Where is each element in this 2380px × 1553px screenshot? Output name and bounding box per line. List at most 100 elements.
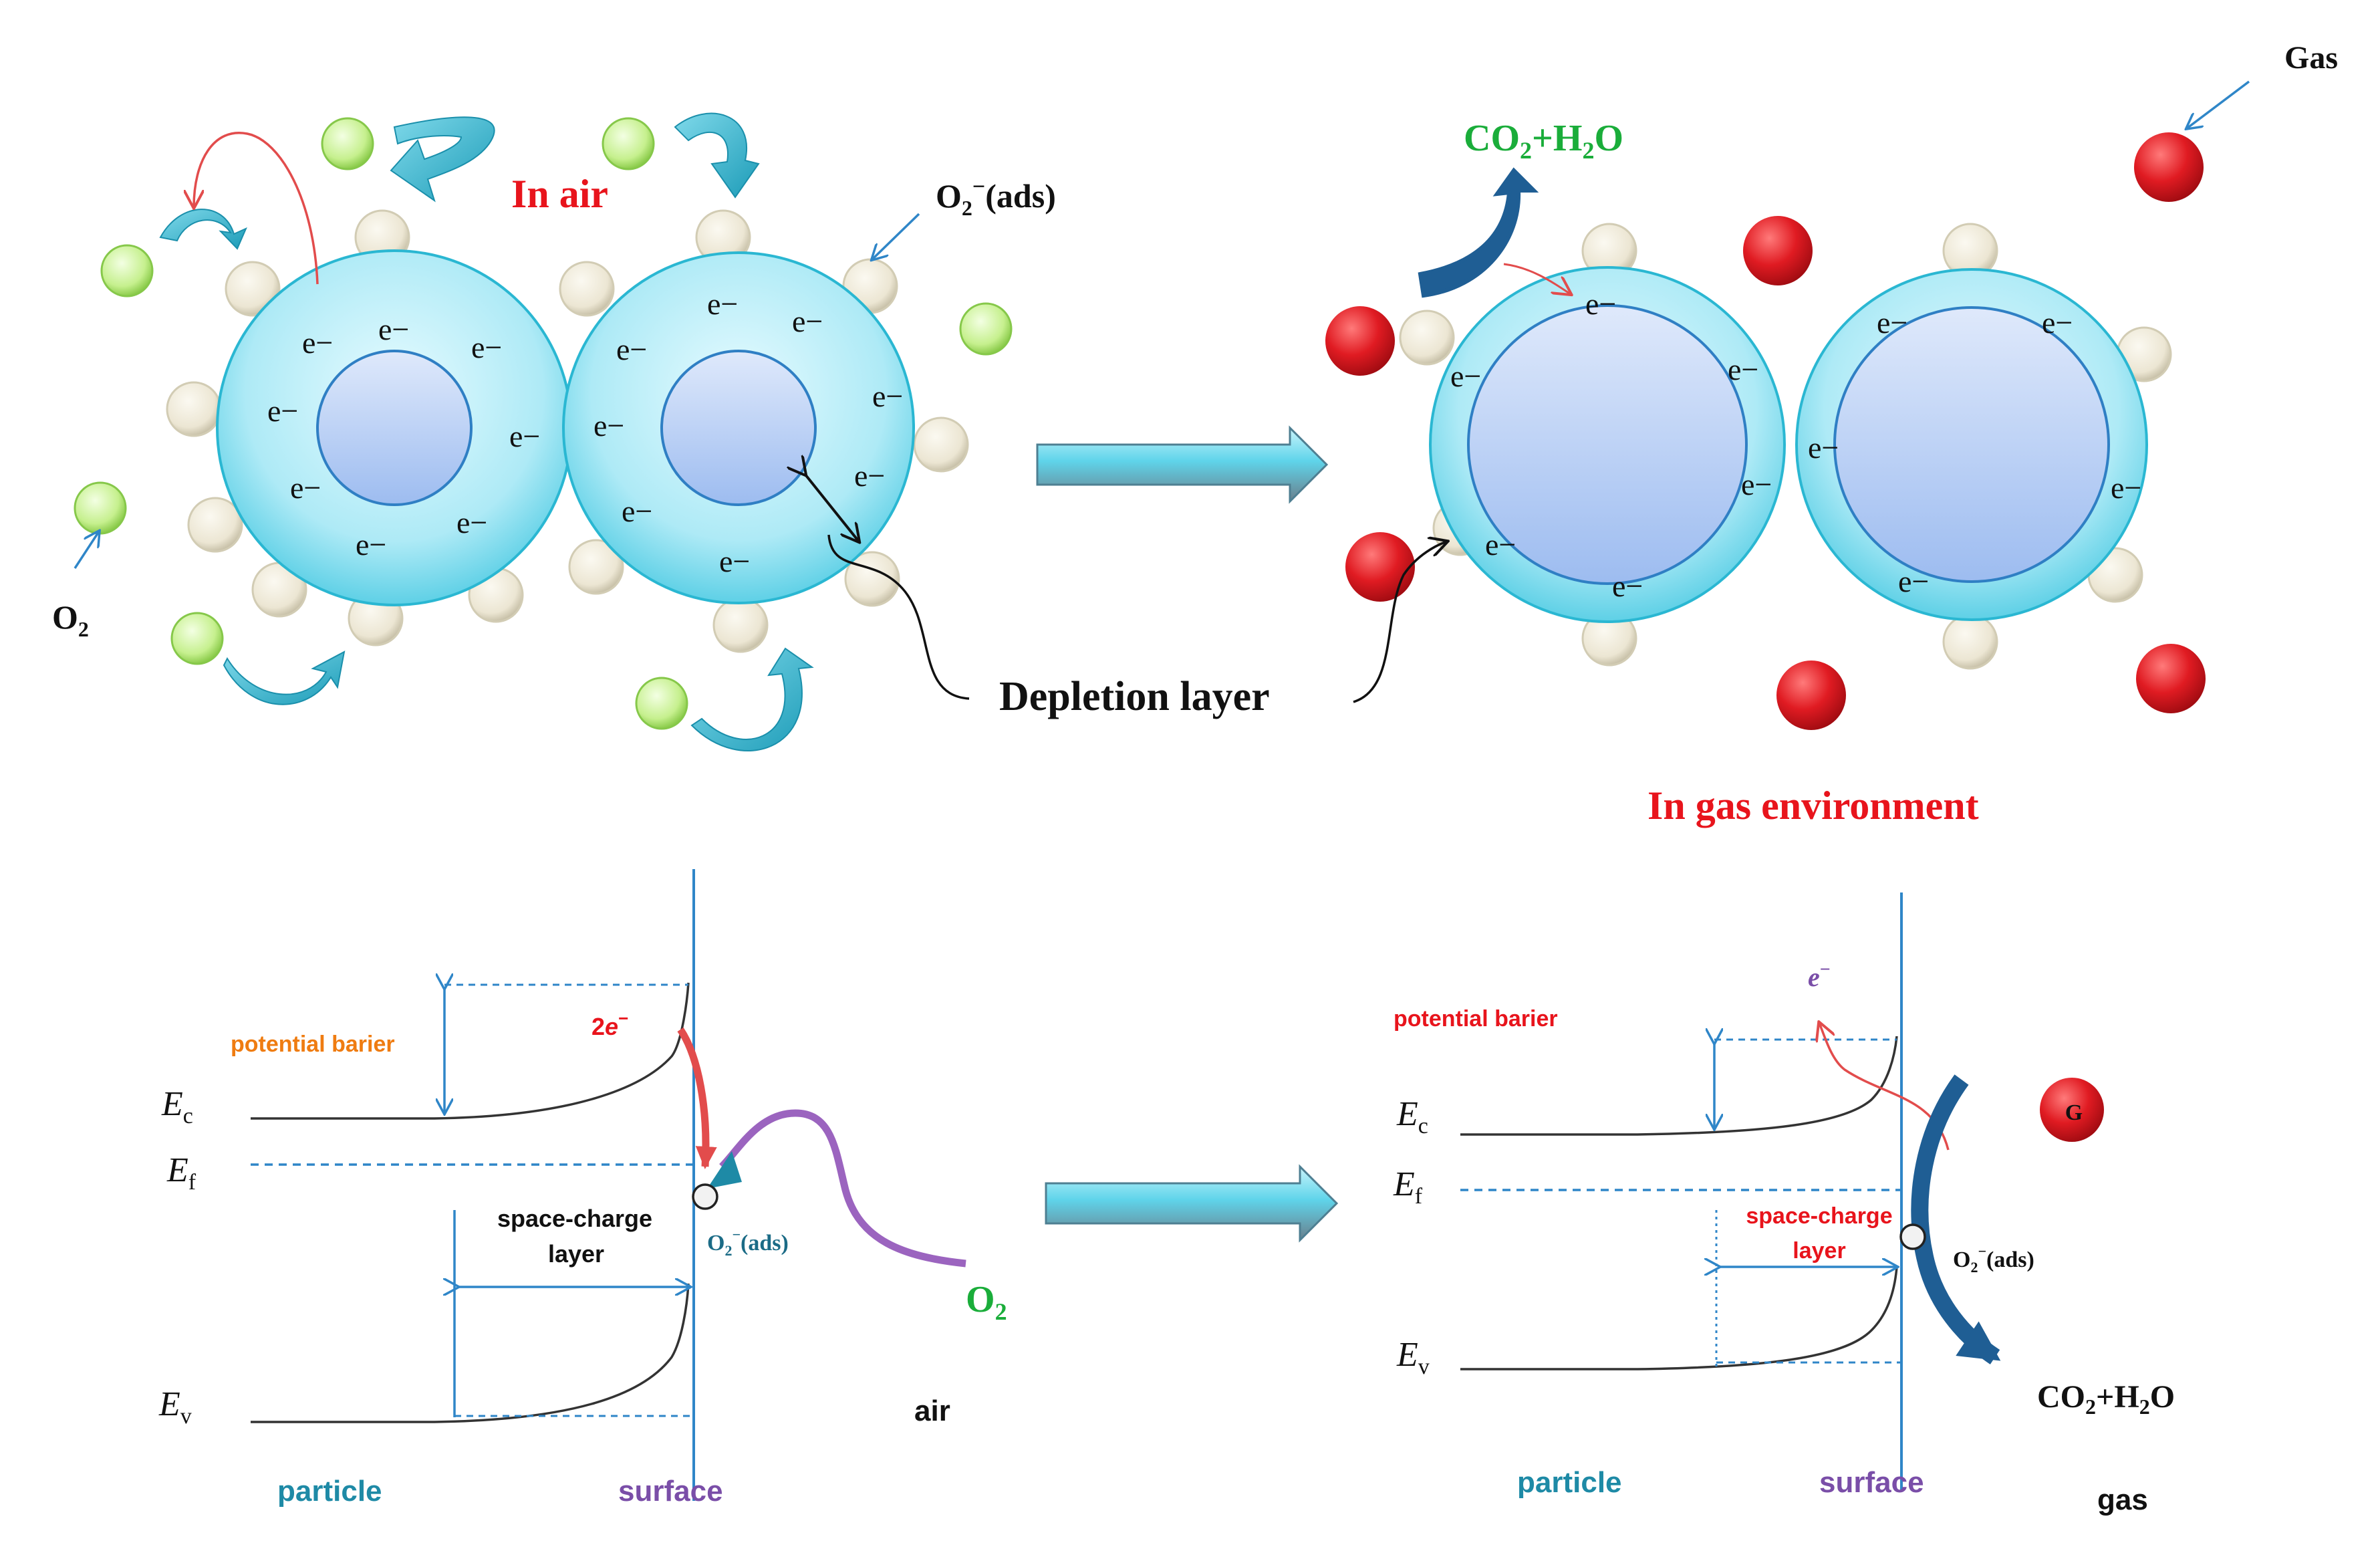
electron-label: e− [356,527,386,562]
curved-arrow [674,112,760,199]
o2-label: O2 [966,1279,1007,1325]
oxygen-molecules [74,117,1013,730]
electron-label: e− [593,408,624,443]
valence-band [1460,1266,1898,1370]
electron-label: e− [267,394,298,428]
o2-adsorption-path [719,1109,966,1268]
scl-label-line1: space-charge [497,1205,652,1232]
depletion-double-arrow [805,475,859,542]
gas-symbol: G [2065,1100,2083,1125]
adsorbed-oxygen [166,381,222,437]
electron-label: e− [1585,287,1616,321]
electron-label: e− [1808,431,1839,465]
reaction-arrow [1911,1074,2001,1364]
adsorbate-group-left [166,209,969,653]
electron-label: e− [792,304,823,338]
band-diagram-gas: G Ec Ef Ev potential barier e− space-cha… [1393,892,2175,1516]
surface-label: surface [618,1475,723,1508]
adsorbed-oxygen-label: O2−(ads) [936,174,1056,220]
particle-label: particle [277,1475,382,1508]
electron-label: e− [854,459,885,493]
electron-label: e− [1728,352,1758,386]
adsorbed-oxygen [913,416,969,473]
conduction-band [1460,1036,1898,1136]
depletion-layer-label: Depletion layer [999,674,1270,719]
ev-label: Ev [158,1385,192,1429]
scl-label-line2: layer [548,1240,604,1268]
adsorbed-oxygen [225,261,281,317]
ef-label: Ef [1393,1165,1423,1209]
oxygen-molecule [74,481,127,535]
adsorption-site [1899,1223,1926,1250]
adsorbed-oxygen [187,497,243,553]
transition-arrow-bottom [1045,1164,1339,1243]
gas-molecule [1743,216,1813,285]
gas-molecule [2136,644,2206,713]
adsorption-site [692,1183,718,1210]
adsorbed-oxygen-label: O2−(ads) [707,1226,789,1259]
adsorption-arrows [159,112,814,751]
surface-label: surface [1819,1466,1924,1499]
electron-label: e− [872,379,903,413]
in-air-panel: e− e− e− e− e− e− e− e− e− e− e− e− e− e… [52,112,1270,751]
electron-label: e− [1877,306,1907,340]
ec-label: Ec [1396,1095,1428,1139]
adsorbed-oxygen [1942,614,1998,670]
electron-label: e− [302,326,333,360]
band-diagram-air: Ec Ef Ev potential barier 2e− space-char… [158,869,1007,1508]
curved-arrow [690,647,814,751]
gas-pointer-arrow [2187,80,2250,128]
depletion-pointer-curve-right [1353,542,1447,703]
electron-label: e− [719,544,750,578]
adsorbed-oxygen-label: O2−(ads) [1953,1243,2034,1276]
electron-label: e− [1741,467,1772,501]
ambient-label: gas [2097,1483,2148,1516]
ambient-label: air [914,1395,950,1427]
electron-label: e− [471,330,502,364]
depletion-pointer-curve [827,534,970,700]
gas-molecule [2040,1078,2104,1142]
electron-label: e− [1485,527,1516,562]
in-gas-panel: e− e− e− e− e− e− e− e− e− e− e− CO2+H2O… [1325,40,2338,828]
reaction-arrow [1418,167,1539,298]
electron-label: e− [622,494,652,528]
oxygen-molecule [100,244,154,297]
product-label: CO2+H2O [2037,1379,2175,1419]
product-label: CO2+H2O [1464,118,1623,164]
ef-label: Ef [166,1151,196,1195]
potential-barrier-label: potential barier [1394,1006,1558,1032]
oxygen-molecule [635,677,688,730]
electron-label: e− [2111,471,2141,505]
electron-label: e− [1808,959,1831,992]
particle-core-left [1467,304,1748,585]
electron-label: e− [2042,306,2073,340]
electron-labels-right: e− e− e− e− e− e− e− e− e− e− e− [1450,287,2141,603]
o2-label: O2 [52,598,89,641]
ev-label: Ev [1396,1336,1430,1379]
gas-molecule [2134,132,2204,202]
electron-release-arrow [1503,263,1571,294]
curved-arrow [223,650,346,705]
electron-label: e− [707,287,738,321]
gas-label: Gas [2284,40,2338,76]
adsorbed-oxygen [568,539,624,595]
gas-molecule [1345,532,1415,602]
electron-label: e− [1898,564,1929,598]
particle-label: particle [1517,1466,1622,1499]
scl-label-line1: space-charge [1746,1203,1892,1229]
adsorbed-oxygen [712,597,769,653]
electron-transfer-arrow [194,132,319,285]
curved-arrow [159,209,247,250]
gas-molecules [1325,132,2206,730]
electron-label: e− [616,332,647,366]
particle-core-right [1833,306,2110,583]
conduction-band [251,982,690,1120]
o2-arrowhead [707,1151,742,1189]
scl-label-line2: layer [1793,1238,1845,1264]
oxygen-molecule [321,117,374,170]
oxygen-molecule [170,612,224,665]
in-air-title: In air [511,172,608,216]
electron-label: e− [290,471,321,505]
electron-label: e− [509,419,540,453]
